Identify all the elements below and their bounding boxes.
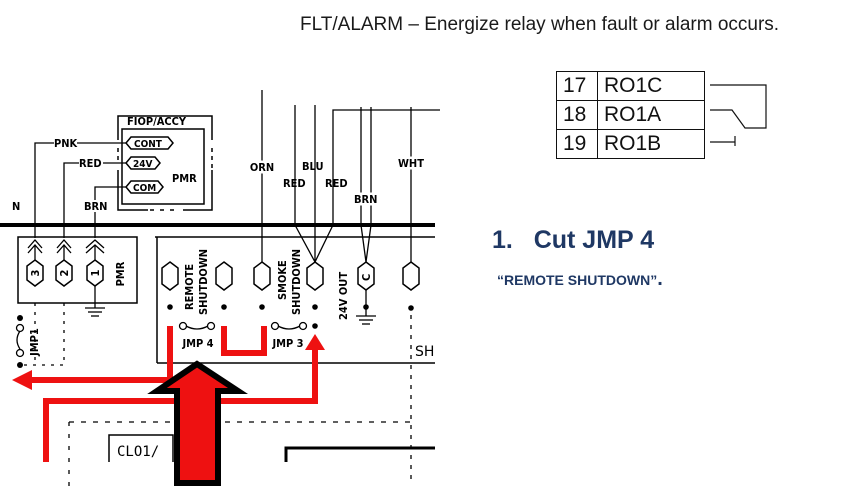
svg-text:2: 2 bbox=[58, 269, 71, 276]
instruction-title: 1. Cut JMP 4 bbox=[492, 226, 654, 255]
sh-label: SH bbox=[415, 344, 434, 360]
wire-label-brn: BRN bbox=[84, 200, 107, 213]
plug-pin-2: 2 bbox=[55, 259, 73, 287]
plug-pin-3: 3 bbox=[26, 259, 44, 287]
svg-text:CONT: CONT bbox=[134, 139, 163, 150]
clo-label: CLO1/ bbox=[117, 444, 159, 460]
highlight-arrow-up-icon bbox=[305, 334, 325, 350]
smoke-shutdown-terminal-b bbox=[306, 261, 324, 310]
wire-label-blu: BLU bbox=[302, 160, 324, 173]
jumper-jmp3: JMP 3 bbox=[270, 321, 318, 350]
svg-text:COM: COM bbox=[133, 183, 156, 194]
step-number: 1. bbox=[492, 226, 513, 254]
jumper-jmp1: JMP1 bbox=[15, 315, 41, 368]
c-terminal: C bbox=[357, 261, 375, 291]
wire-label-red: RED bbox=[79, 157, 102, 170]
fiop-accy-box: FIOP/ACCY PMR bbox=[117, 115, 213, 211]
wiring-schematic: FIOP/ACCY PMR CONT 24V COM PNK RED BRN N… bbox=[0, 90, 440, 486]
step-text: Cut JMP 4 bbox=[533, 226, 655, 254]
header-description: FLT/ALARM – Energize relay when fault or… bbox=[300, 14, 780, 35]
instruction-note: “REMOTE SHUTDOWN”. bbox=[497, 268, 663, 290]
ground-icon-right bbox=[356, 290, 376, 325]
remote-shutdown-label: SHUTDOWN bbox=[197, 249, 210, 315]
plug-connectors bbox=[27, 239, 105, 260]
svg-text:JMP 3: JMP 3 bbox=[271, 337, 303, 350]
pmr-label: PMR bbox=[172, 172, 197, 185]
svg-text:JMP1: JMP1 bbox=[28, 328, 41, 357]
smoke-shutdown-terminal-a bbox=[253, 261, 271, 310]
n-label: N bbox=[12, 200, 20, 213]
wire-label-orn: ORN bbox=[250, 161, 274, 174]
remote-shutdown-terminal-a bbox=[161, 261, 179, 310]
wire-label-red-2: RED bbox=[283, 177, 306, 190]
jumper-jmp4: JMP 4 bbox=[178, 321, 216, 350]
plug-pmr-label: PMR bbox=[114, 261, 127, 286]
svg-text:BRN: BRN bbox=[354, 193, 377, 206]
terminal-24v: 24V bbox=[125, 156, 161, 170]
sh-terminal bbox=[402, 261, 420, 311]
relay-contact-symbol bbox=[710, 84, 767, 146]
remote-label: REMOTE bbox=[183, 264, 196, 310]
wire-label-wht: WHT bbox=[398, 157, 424, 170]
ground-icon-left bbox=[85, 286, 105, 317]
wire-label-brn-2: BRN bbox=[354, 193, 377, 206]
fiop-label: FIOP/ACCY bbox=[127, 115, 187, 128]
terminal-cont: CONT bbox=[125, 136, 174, 150]
wire-label-red-3: RED bbox=[325, 177, 348, 190]
svg-text:1: 1 bbox=[89, 269, 102, 276]
svg-text:JMP 4: JMP 4 bbox=[181, 337, 213, 350]
svg-text:3: 3 bbox=[29, 269, 42, 276]
out-label: 24V OUT bbox=[337, 272, 350, 320]
pointer-arrow-icon bbox=[147, 360, 249, 486]
wire-label-pnk: PNK bbox=[54, 137, 78, 150]
clo-box bbox=[108, 434, 174, 462]
terminal-com: COM bbox=[125, 180, 164, 194]
svg-text:24V: 24V bbox=[133, 159, 153, 170]
lower-component-edge bbox=[284, 446, 435, 462]
plug-pin-1: 1 bbox=[86, 259, 104, 287]
svg-text:ORN: ORN bbox=[250, 161, 274, 174]
smoke-label: SMOKE bbox=[276, 260, 289, 300]
plug-block bbox=[17, 236, 138, 304]
remote-shutdown-terminal-b bbox=[215, 261, 233, 310]
svg-text:WHT: WHT bbox=[398, 157, 424, 170]
pmr-box bbox=[121, 128, 205, 205]
svg-text:C: C bbox=[360, 274, 373, 281]
smoke-shutdown-label: SHUTDOWN bbox=[290, 249, 303, 315]
highlight-arrow-left-icon bbox=[12, 370, 32, 390]
